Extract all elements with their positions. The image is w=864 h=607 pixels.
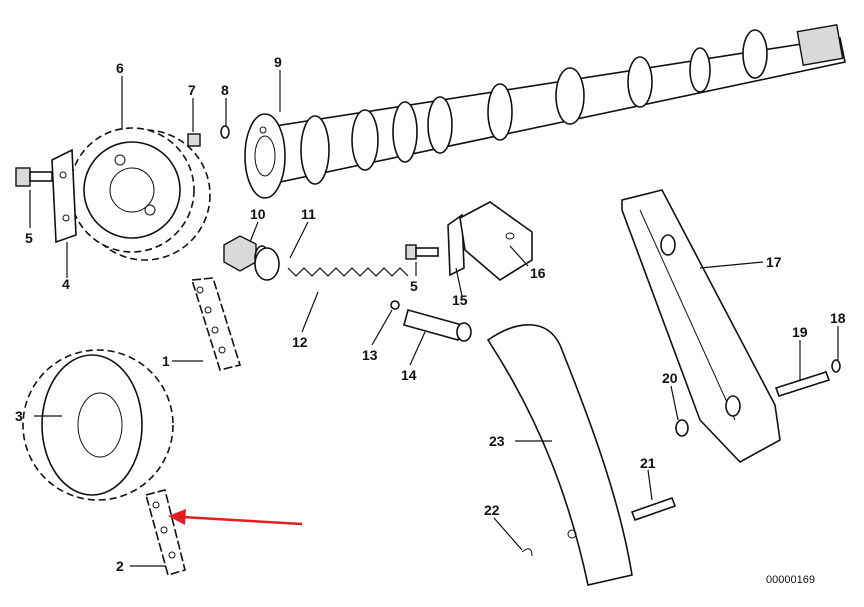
callout-4: 4 bbox=[62, 276, 70, 292]
callout-5-right: 5 bbox=[410, 278, 418, 294]
highlight-arrow bbox=[168, 509, 303, 526]
callout-1: 1 bbox=[162, 353, 170, 369]
callout-19: 19 bbox=[792, 324, 808, 340]
callout-18: 18 bbox=[830, 310, 846, 326]
camshaft bbox=[244, 23, 846, 199]
bolt-right bbox=[405, 244, 439, 260]
sealing-ring bbox=[254, 247, 280, 281]
callout-17: 17 bbox=[766, 254, 782, 270]
callout-21: 21 bbox=[640, 455, 656, 471]
dowel-pin bbox=[187, 133, 201, 147]
callout-9: 9 bbox=[274, 54, 282, 70]
lower-chain bbox=[145, 489, 186, 576]
circlip-22 bbox=[521, 548, 533, 557]
ball bbox=[390, 300, 400, 310]
callout-10: 10 bbox=[250, 206, 266, 222]
callout-13: 13 bbox=[362, 347, 378, 363]
callout-23: 23 bbox=[489, 433, 505, 449]
pin-21 bbox=[630, 496, 677, 522]
pin-19 bbox=[774, 371, 831, 397]
tensioner-rail bbox=[486, 324, 633, 586]
washer bbox=[220, 125, 230, 139]
crankshaft-sprocket bbox=[22, 349, 174, 501]
circlip-18 bbox=[831, 359, 841, 373]
callout-12: 12 bbox=[292, 334, 308, 350]
callout-15: 15 bbox=[452, 292, 468, 308]
tensioner-spring bbox=[287, 267, 409, 277]
callout-8: 8 bbox=[221, 82, 229, 98]
callout-20: 20 bbox=[662, 370, 678, 386]
callout-14: 14 bbox=[401, 367, 417, 383]
callout-3: 3 bbox=[15, 408, 23, 424]
upper-chain bbox=[190, 277, 242, 371]
callout-22: 22 bbox=[484, 502, 500, 518]
retaining-plate bbox=[51, 148, 77, 244]
image-code: 00000169 bbox=[766, 574, 815, 586]
callout-5-left: 5 bbox=[25, 230, 33, 246]
guide-rail bbox=[621, 189, 781, 463]
tensioner-piston bbox=[403, 309, 472, 342]
callout-7: 7 bbox=[188, 82, 196, 98]
camshaft-sprocket bbox=[69, 127, 211, 261]
washer-20 bbox=[675, 419, 689, 437]
bolt-left bbox=[15, 167, 53, 187]
guide-bracket bbox=[447, 201, 533, 281]
callout-16: 16 bbox=[530, 265, 546, 281]
callout-6: 6 bbox=[116, 60, 124, 76]
callout-11: 11 bbox=[301, 206, 316, 222]
callout-2: 2 bbox=[116, 558, 124, 574]
leader-lines bbox=[29, 70, 839, 567]
